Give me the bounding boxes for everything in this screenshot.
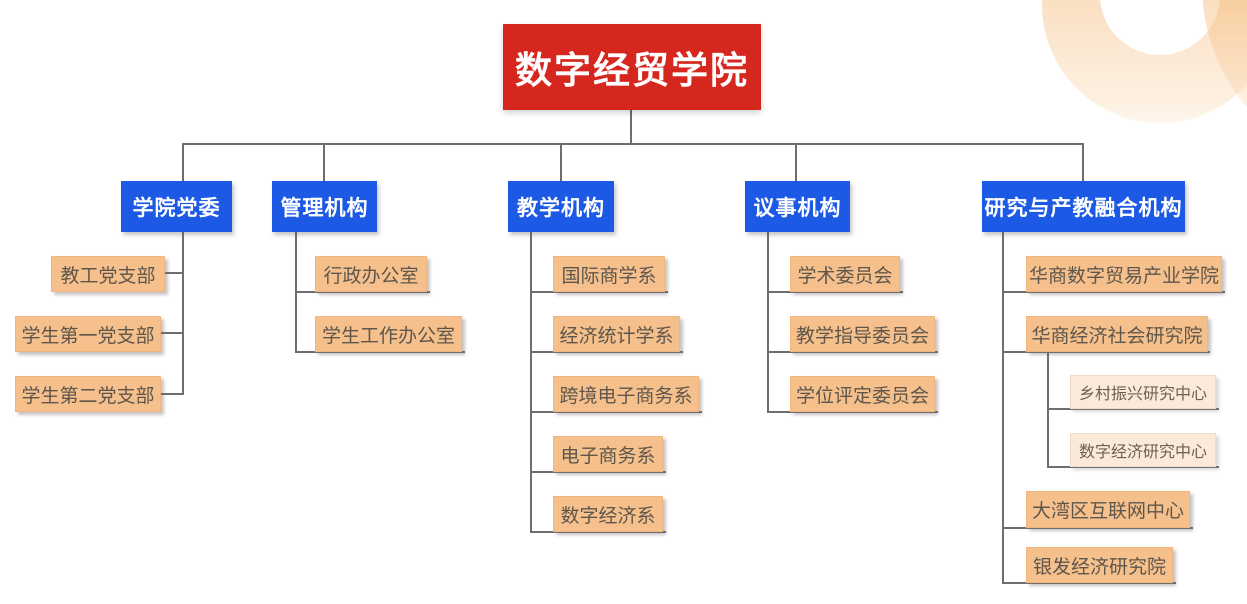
- node-root-college: 数字经贸学院: [503, 24, 761, 110]
- connector: [1047, 466, 1219, 468]
- connector: [323, 143, 325, 181]
- connector: [1002, 351, 1210, 353]
- connector: [1047, 408, 1219, 410]
- node-student-party-branch-1: 学生第一党支部: [15, 316, 161, 352]
- connector: [182, 143, 184, 181]
- connector: [1002, 291, 1225, 293]
- node-degree-evaluation-committee: 学位评定委员会: [790, 376, 935, 412]
- node-admin-office: 行政办公室: [315, 256, 427, 292]
- node-econ-statistics-dept: 经济统计学系: [553, 316, 680, 352]
- connector: [161, 393, 184, 395]
- connector: [295, 291, 430, 293]
- connector: [530, 471, 666, 473]
- connector: [1082, 143, 1084, 181]
- node-ecommerce-dept: 电子商务系: [553, 436, 663, 472]
- connector: [767, 351, 938, 353]
- connector: [182, 143, 1084, 145]
- connector: [767, 291, 903, 293]
- node-teaching-orgs: 教学机构: [508, 181, 614, 232]
- connector: [295, 351, 465, 353]
- node-digital-economy-center: 数字经济研究中心: [1070, 433, 1216, 467]
- connector: [182, 232, 184, 395]
- node-research-orgs: 研究与产教融合机构: [982, 181, 1185, 232]
- connector: [530, 232, 532, 533]
- connector: [767, 411, 938, 413]
- node-faculty-party-branch: 教工党支部: [51, 256, 165, 292]
- node-academic-committee: 学术委员会: [790, 256, 900, 292]
- node-rural-revitalization-center: 乡村振兴研究中心: [1070, 375, 1216, 409]
- node-teaching-steering-committee: 教学指导委员会: [790, 316, 935, 352]
- node-silver-economy-institute: 银发经济研究院: [1026, 547, 1173, 583]
- node-greater-bay-internet-center: 大湾区互联网中心: [1026, 491, 1190, 528]
- node-intl-business-dept: 国际商学系: [553, 256, 665, 292]
- connector: [530, 291, 668, 293]
- node-student-party-branch-2: 学生第二党支部: [15, 376, 161, 412]
- connector: [1002, 527, 1193, 529]
- node-student-affairs-office: 学生工作办公室: [315, 316, 462, 352]
- connector: [1002, 582, 1176, 584]
- node-party-committee: 学院党委: [121, 181, 232, 232]
- connector: [795, 143, 797, 181]
- connector: [767, 232, 769, 413]
- node-huashang-econ-social-institute: 华商经济社会研究院: [1026, 316, 1208, 352]
- connector: [560, 143, 562, 181]
- node-huashang-digital-trade-college: 华商数字贸易产业学院: [1026, 256, 1222, 292]
- connector: [630, 110, 632, 143]
- connector: [530, 411, 702, 413]
- node-council-orgs: 议事机构: [745, 181, 850, 232]
- node-admin-orgs: 管理机构: [272, 181, 377, 232]
- node-cross-border-ecommerce-dept: 跨境电子商务系: [553, 376, 699, 412]
- connector: [1002, 232, 1004, 584]
- connector: [161, 332, 184, 334]
- connector: [1047, 352, 1049, 468]
- node-digital-economy-dept: 数字经济系: [553, 496, 663, 532]
- connector: [530, 351, 683, 353]
- connector: [165, 272, 184, 274]
- connector: [530, 531, 666, 533]
